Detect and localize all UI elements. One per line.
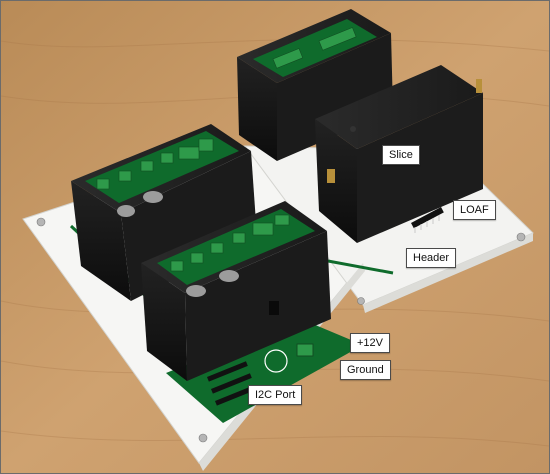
power-12v-label: +12V [350, 333, 390, 353]
i2c-highlight-circle [264, 349, 288, 373]
base-screws [36, 217, 526, 443]
slice-label: Slice [382, 145, 420, 165]
bolt-icon [186, 270, 239, 297]
pin-header-rows [207, 361, 256, 406]
i2c-port-label: I2C Port [248, 385, 303, 405]
carrier-pcb [166, 319, 363, 423]
enclosure-back-center [237, 9, 393, 161]
loaf-label: LOAF [453, 200, 496, 220]
header-label: Header [406, 248, 457, 268]
bolt-icon [117, 191, 163, 217]
screw-terminal-icon [272, 27, 357, 69]
pin-header-icon [411, 207, 444, 233]
screw-terminal-icon [96, 138, 214, 190]
ground-label: Ground [340, 360, 391, 380]
enclosure-front [141, 201, 331, 381]
screw-terminal-icon [170, 214, 290, 272]
sma-connector-icon [327, 79, 482, 183]
power-terminal [296, 343, 314, 357]
enclosure-slice [315, 65, 483, 243]
